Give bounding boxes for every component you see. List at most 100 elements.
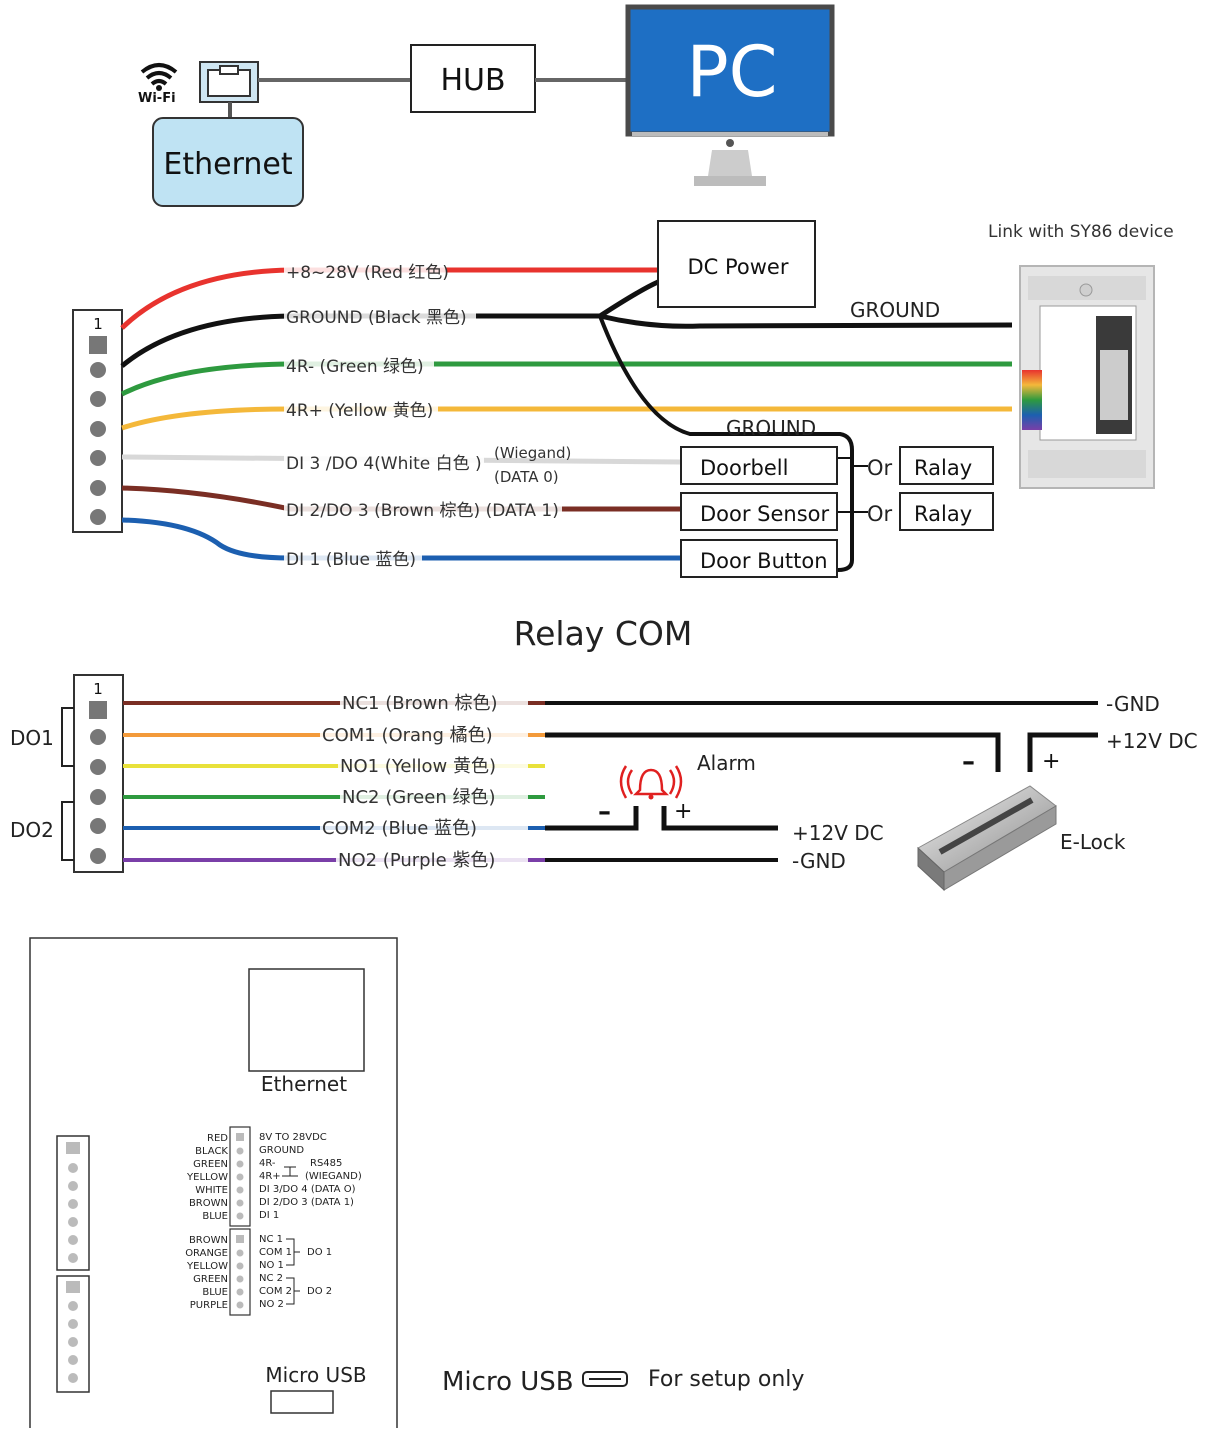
connector-pin1: 1 <box>93 315 103 333</box>
svg-text:COM2 (Blue 蓝色): COM2 (Blue 蓝色) <box>322 818 477 839</box>
data0-label: (DATA 0) <box>494 468 559 486</box>
sy86-device-image <box>1019 265 1155 489</box>
svg-text:+8~28V (Red 红色): +8~28V (Red 红色) <box>286 263 449 283</box>
relay-wire-label-no2: NO2 (Purple 紫色) <box>336 849 528 871</box>
board-color-green: GREEN <box>193 1159 228 1170</box>
door-button-box <box>680 539 838 578</box>
wiegand-label: (Wiegand) <box>494 444 571 462</box>
link-device-label: Link with SY86 device <box>988 222 1174 242</box>
footer-micro-usb: Micro USB <box>442 1367 574 1397</box>
door-sensor-label: Door Sensor <box>700 502 830 526</box>
relay-wire-label-com2: COM2 (Blue 蓝色) <box>320 817 528 839</box>
board-relay-color-orange: ORANGE <box>185 1248 228 1259</box>
or-label-2: Or <box>867 502 893 526</box>
relay-title: Relay COM <box>514 614 693 653</box>
relay-gnd-top: -GND <box>1106 692 1160 716</box>
wire-label-brown: DI 2/DO 3 (Brown 棕色) (DATA 1) <box>284 499 562 521</box>
board-pin-4r-plus: 4R+ <box>259 1171 281 1182</box>
alarm-minus: – <box>598 797 611 827</box>
board-micro-usb-label: Micro USB <box>265 1363 366 1387</box>
board-color-black: BLACK <box>195 1146 228 1157</box>
elock-image <box>917 785 1057 892</box>
alarm-12v: +12V DC <box>792 821 884 845</box>
wire-label-white: DI 3 /DO 4(White 白色 ) <box>284 452 484 474</box>
footer-setup: For setup only <box>648 1367 804 1392</box>
svg-text:4R- (Green 绿色): 4R- (Green 绿色) <box>286 357 424 377</box>
relay-wire-label-nc2: NC2 (Green 绿色) <box>340 786 528 808</box>
board-color-yellow: YELLOW <box>186 1172 228 1183</box>
svg-text:DI 1 (Blue 蓝色): DI 1 (Blue 蓝色) <box>286 550 416 570</box>
ground-label-mid: GROUND <box>726 416 816 440</box>
network-section: Wi-Fi Ethernet HUB PC <box>138 4 835 207</box>
board-color-brown: BROWN <box>189 1198 228 1209</box>
board-pin-4r-minus: 4R- <box>259 1158 276 1169</box>
doorbell-label: Doorbell <box>700 456 788 480</box>
door-button-label: Door Button <box>700 549 828 573</box>
board-do1: DO 1 <box>307 1247 332 1258</box>
wire-label-red: +8~28V (Red 红色) <box>284 261 449 283</box>
relay-wire-label-nc1: NC1 (Brown 棕色) <box>340 692 528 714</box>
relay-pin1: 1 <box>93 680 103 698</box>
wire-label-green: 4R- (Green 绿色) <box>284 355 434 377</box>
pc-monitor-icon <box>625 4 835 186</box>
svg-text:NC1 (Brown 棕色): NC1 (Brown 棕色) <box>342 693 497 714</box>
board-ethernet-label: Ethernet <box>261 1072 347 1096</box>
board-relay-color-green: GREEN <box>193 1274 228 1285</box>
board-do2: DO 2 <box>307 1286 332 1297</box>
board-pin-nc1: NC 1 <box>259 1234 283 1245</box>
board-micro-usb-port <box>270 1390 334 1414</box>
alarm-bell-icon <box>619 765 683 800</box>
elock-plus: + <box>1042 749 1060 774</box>
ethernet-box <box>152 117 304 207</box>
wifi-label: Wi-Fi <box>138 91 176 106</box>
relay-label-2: Ralay <box>914 502 972 526</box>
relay-box-1 <box>899 446 994 485</box>
board-wiegand: (WIEGAND) <box>305 1171 362 1182</box>
board-relay-color-blue: BLUE <box>202 1287 228 1298</box>
wire-label-yellow: 4R+ (Yellow 黄色) <box>284 399 438 421</box>
board-pin-di1: DI 1 <box>259 1210 279 1221</box>
svg-text:GROUND (Black 黑色): GROUND (Black 黑色) <box>286 308 467 328</box>
do2-label: DO2 <box>10 818 54 842</box>
board-section: Ethernet RED BLACK GREEN YELLOW WHITE BR… <box>29 937 398 1431</box>
alarm-gnd: -GND <box>792 849 846 873</box>
pc-label: PC <box>686 31 777 113</box>
svg-text:DI 2/DO 3 (Brown 棕色) (DATA 1): DI 2/DO 3 (Brown 棕色) (DATA 1) <box>286 501 559 521</box>
wire-label-black: GROUND (Black 黑色) <box>284 306 476 328</box>
alarm-plus: + <box>674 799 692 824</box>
relay-box-2 <box>899 492 994 531</box>
board-pin-di3: DI 3/DO 4 (DATA O) <box>259 1184 356 1195</box>
svg-text:4R+ (Yellow 黄色): 4R+ (Yellow 黄色) <box>286 401 433 421</box>
svg-text:COM1 (Orang 橘色): COM1 (Orang 橘色) <box>322 725 493 746</box>
elock-minus: – <box>962 747 975 777</box>
svg-text:NO2 (Purple 紫色): NO2 (Purple 紫色) <box>338 850 495 871</box>
wifi-icon <box>140 63 178 91</box>
board-color-red: RED <box>207 1133 228 1144</box>
board-pin-ground: GROUND <box>259 1145 304 1156</box>
elock-label: E-Lock <box>1060 830 1126 854</box>
svg-text:NO1 (Yellow 黄色): NO1 (Yellow 黄色) <box>340 756 496 777</box>
relay-wire-label-com1: COM1 (Orang 橘色) <box>320 724 528 746</box>
usb-cable-icon <box>582 1371 628 1387</box>
board-color-white: WHITE <box>195 1185 228 1196</box>
board-pin-nc2: NC 2 <box>259 1273 283 1284</box>
door-sensor-box <box>680 492 838 531</box>
ethernet-label: Ethernet <box>163 147 292 182</box>
board-pin-no1: NO 1 <box>259 1260 284 1271</box>
doorbell-box <box>680 446 838 485</box>
hub-box <box>410 44 536 113</box>
board-relay-color-yellow: YELLOW <box>186 1261 228 1272</box>
board-pin-com1: COM 1 <box>259 1247 292 1258</box>
svg-text:NC2 (Green 绿色): NC2 (Green 绿色) <box>342 787 495 808</box>
relay-label-1: Ralay <box>914 456 972 480</box>
hub-label: HUB <box>440 63 505 98</box>
board-pin-com2: COM 2 <box>259 1286 292 1297</box>
board-pin-power: 8V TO 28VDC <box>259 1132 327 1143</box>
wiring-section: 1 +8~28V (Red 红色) GROUND (Black 黑色) <box>72 220 1174 578</box>
board-pin-di2: DI 2/DO 3 (DATA 1) <box>259 1197 354 1208</box>
board-pin-no2: NO 2 <box>259 1299 284 1310</box>
ground-label-top: GROUND <box>850 298 940 322</box>
relay-12v-top: +12V DC <box>1106 729 1198 753</box>
board-relay-color-brown: BROWN <box>189 1235 228 1246</box>
